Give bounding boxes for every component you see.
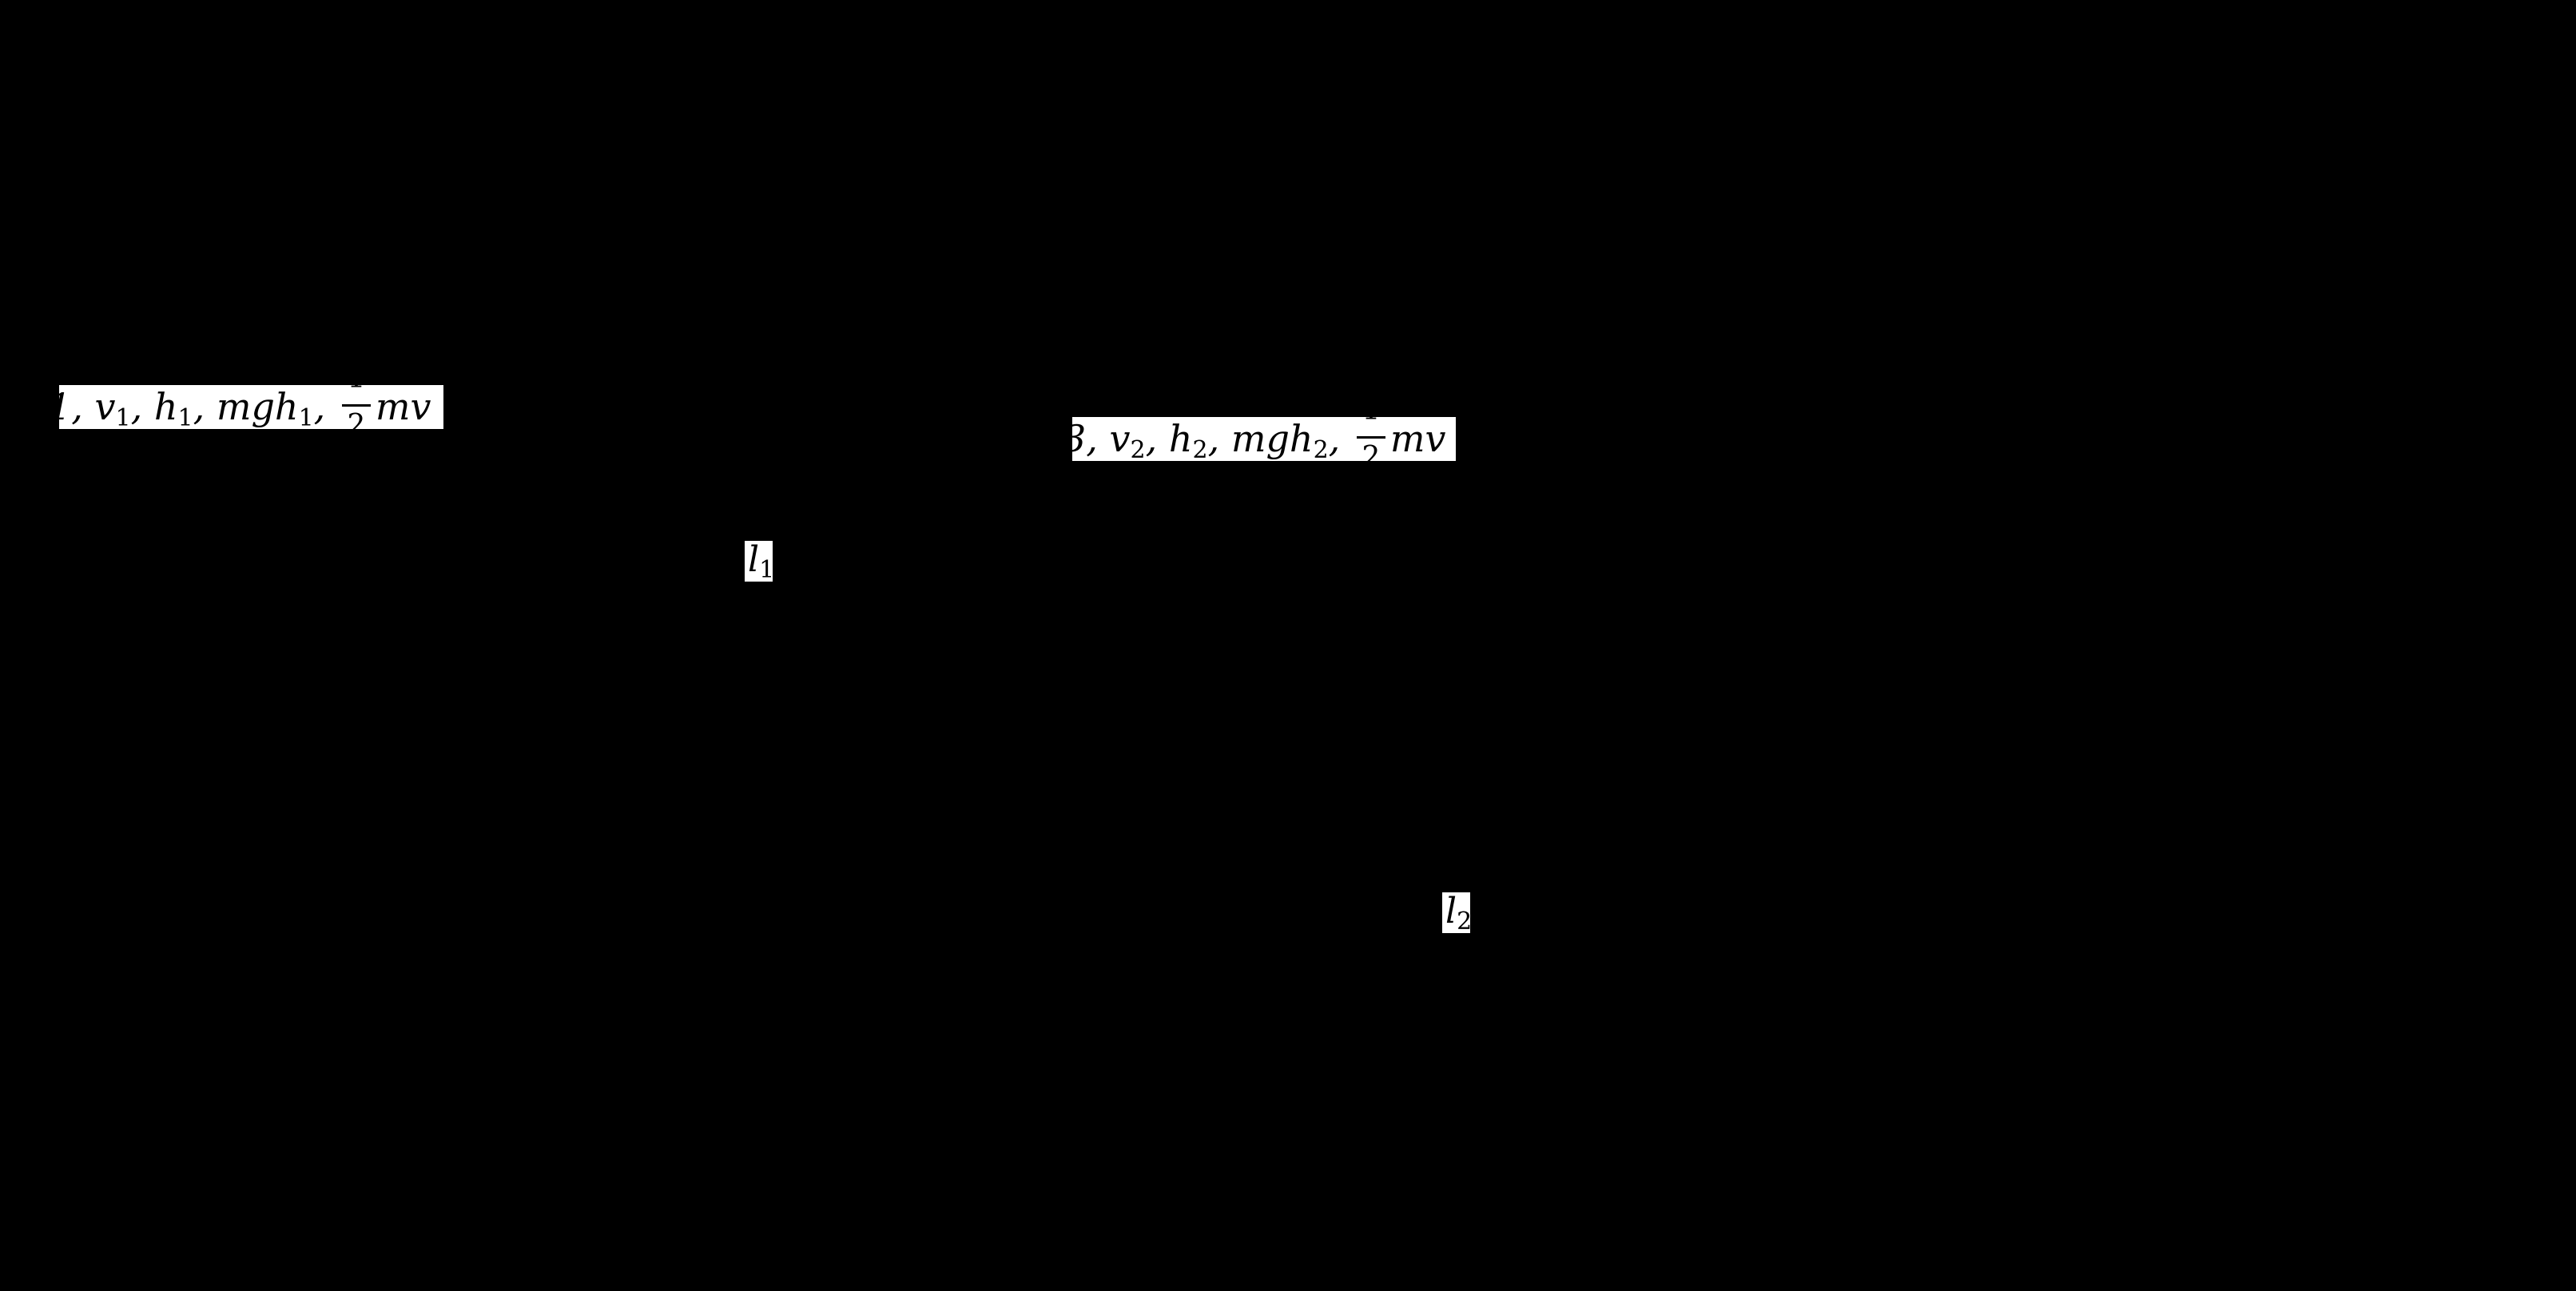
fraction-denominator: 2: [347, 409, 366, 430]
separator: ,: [1207, 417, 1231, 460]
height-symbol: h: [1168, 417, 1193, 460]
height-subscript: 2: [1192, 436, 1208, 461]
separator: ,: [71, 385, 95, 428]
potential-energy-subscript: 1: [298, 404, 314, 429]
fraction-bar: [341, 404, 371, 407]
fraction-denominator: 2: [1362, 441, 1381, 462]
length-1-formula: l1: [748, 541, 773, 582]
length-symbol: l: [748, 541, 760, 580]
length-subscript: 2: [1457, 908, 1470, 933]
height-subscript: 1: [177, 404, 193, 429]
separator: ,: [130, 385, 154, 428]
kinetic-energy-symbol: mv: [375, 385, 431, 428]
height-symbol: h: [153, 385, 178, 428]
state-1-formula: 1, v1, h1, mgh1, 12mv: [59, 385, 431, 429]
fraction-bar: [1356, 436, 1385, 439]
length-subscript: 1: [759, 556, 773, 582]
potential-energy-symbol: mgh: [1230, 417, 1314, 460]
fraction-numerator: 1: [340, 385, 372, 393]
potential-energy-subscript: 2: [1313, 436, 1329, 461]
velocity-symbol: v: [94, 385, 116, 428]
potential-energy-symbol: mgh: [216, 385, 299, 428]
velocity-subscript: 1: [115, 404, 131, 429]
state-2-label: 3, v2, h2, mgh2, 12mv: [1072, 417, 1456, 461]
kinetic-energy-symbol: mv: [1389, 417, 1446, 460]
velocity-symbol: v: [1109, 417, 1131, 460]
state-2-formula: 3, v2, h2, mgh2, 12mv: [1072, 417, 1446, 461]
separator: ,: [1145, 417, 1169, 460]
separator: ,: [313, 385, 337, 428]
length-1-label: l1: [745, 541, 773, 582]
length-2-label: l2: [1442, 892, 1470, 933]
separator: ,: [1328, 417, 1352, 460]
state-2-leading: 3: [1072, 417, 1086, 460]
length-2-formula: l2: [1445, 892, 1470, 933]
separator: ,: [1086, 417, 1110, 460]
state-1-label: 1, v1, h1, mgh1, 12mv: [59, 385, 443, 429]
one-half-fraction: 12: [1355, 417, 1387, 461]
state-1-leading: 1: [59, 385, 71, 428]
velocity-subscript: 2: [1130, 436, 1146, 461]
one-half-fraction: 12: [340, 385, 372, 429]
length-symbol: l: [1445, 892, 1457, 932]
fraction-numerator: 1: [1355, 417, 1387, 425]
separator: ,: [193, 385, 217, 428]
